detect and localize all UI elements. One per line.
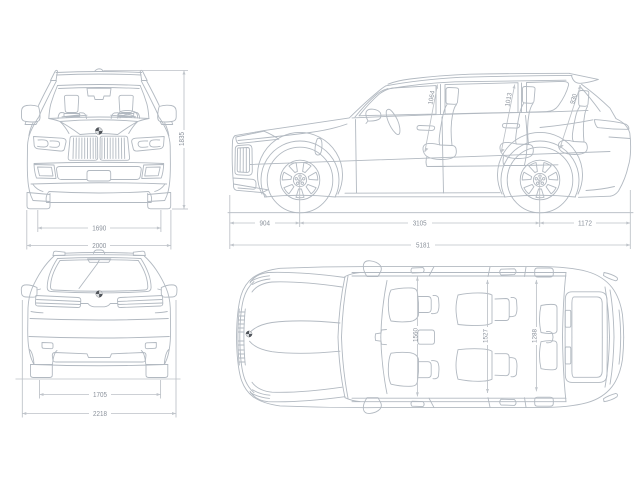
svg-text:1560: 1560 [412, 328, 419, 342]
svg-text:1705: 1705 [93, 392, 107, 399]
svg-text:930: 930 [569, 93, 579, 105]
svg-text:1835: 1835 [179, 132, 186, 146]
svg-text:1172: 1172 [578, 221, 592, 228]
svg-text:1064: 1064 [427, 90, 436, 105]
svg-text:5181: 5181 [416, 243, 430, 250]
svg-text:1288: 1288 [531, 329, 538, 343]
svg-text:1527: 1527 [483, 329, 490, 343]
svg-text:1690: 1690 [92, 226, 106, 233]
svg-text:3105: 3105 [413, 221, 427, 228]
svg-text:2000: 2000 [92, 243, 106, 250]
svg-text:1013: 1013 [504, 92, 513, 107]
svg-text:2218: 2218 [93, 411, 107, 418]
svg-text:904: 904 [260, 221, 271, 228]
